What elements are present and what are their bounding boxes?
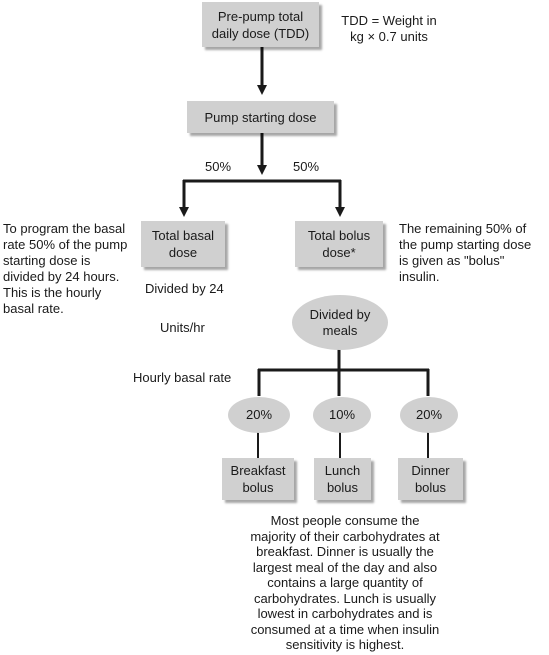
breakfast-percent-oval: 20% xyxy=(228,397,290,433)
split-right-percent: 50% xyxy=(293,159,320,174)
lunch-percent-oval: 10% xyxy=(313,397,371,433)
bolus-note: The remaining 50% of the pump starting d… xyxy=(399,221,532,284)
breakfast-bolus-box: Breakfast bolus xyxy=(222,458,294,500)
divided-by-24-label: Divided by 24 xyxy=(145,281,224,296)
tdd-box: Pre-pump total daily dose (TDD) xyxy=(202,2,319,47)
lunch-bolus-box: Lunch bolus xyxy=(314,458,371,500)
pump-starting-dose-box: Pump starting dose xyxy=(187,101,334,133)
dinner-percent-oval: 20% xyxy=(400,397,458,433)
divided-by-meals-oval: Divided by meals xyxy=(292,295,388,350)
hourly-basal-rate-label: Hourly basal rate xyxy=(133,370,232,385)
carbohydrate-note: Most people consume the majority of thei… xyxy=(250,513,440,652)
dinner-bolus-box: Dinner bolus xyxy=(398,458,463,500)
total-basal-dose-box: Total basal dose xyxy=(141,221,225,267)
tdd-formula-label: TDD = Weight in kg × 0.7 units xyxy=(341,13,437,44)
basal-rate-note: To program the basal rate 50% of the pum… xyxy=(3,221,128,316)
split-left-percent: 50% xyxy=(205,159,232,174)
total-bolus-dose-box: Total bolus dose* xyxy=(295,221,383,267)
units-per-hour-label: Units/hr xyxy=(160,320,205,335)
